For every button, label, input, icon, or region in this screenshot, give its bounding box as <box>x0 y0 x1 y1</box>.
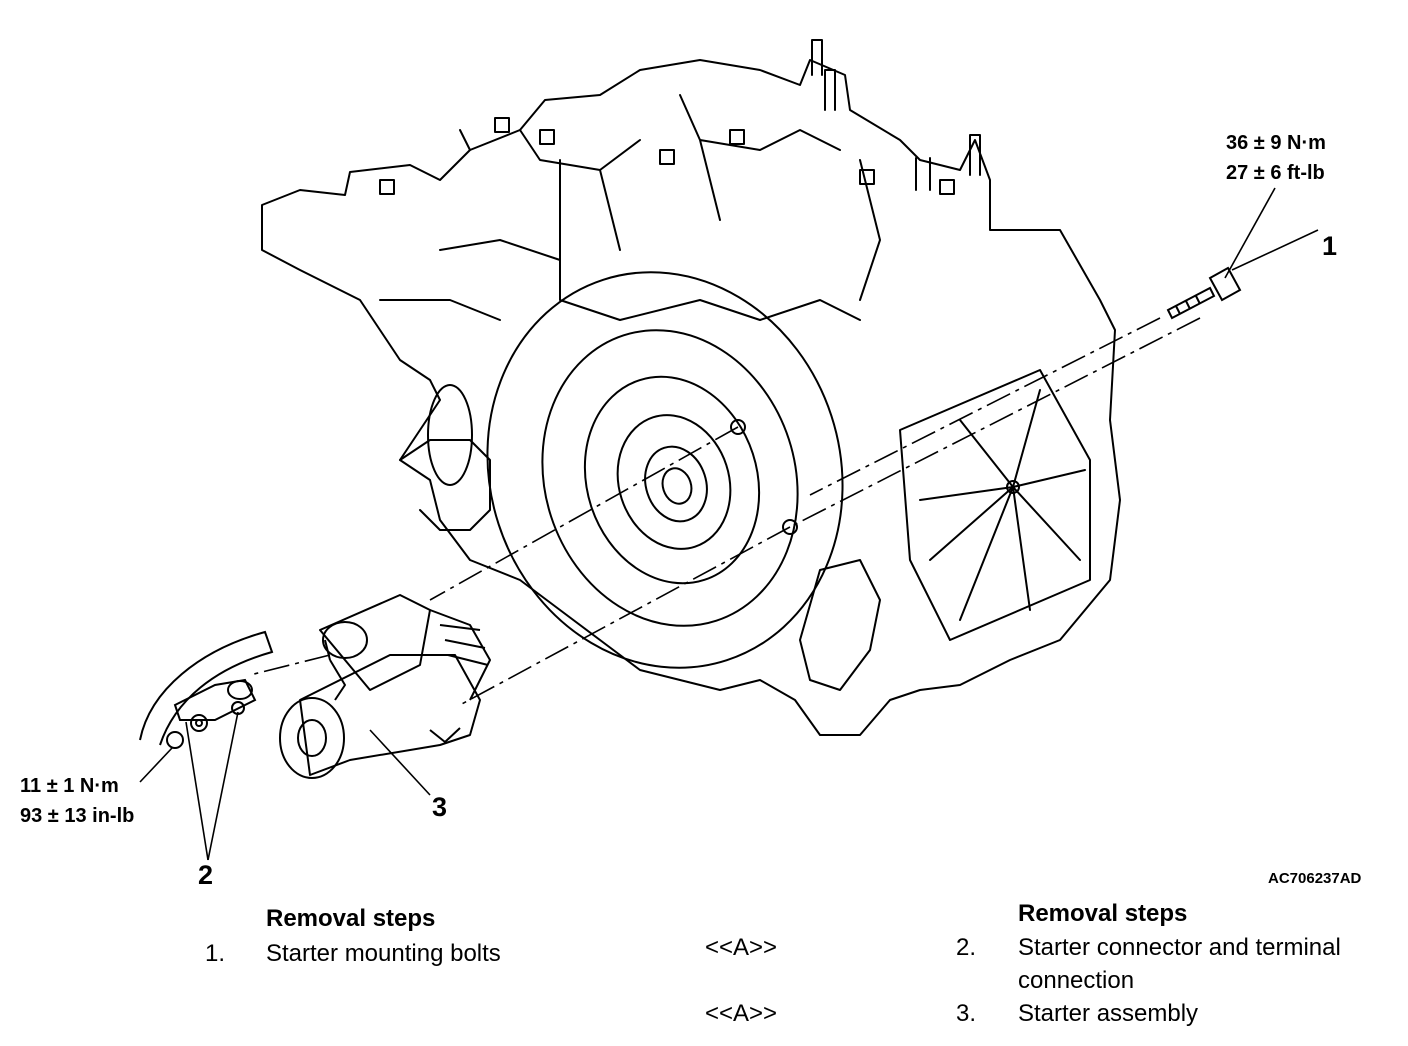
step-1-text: Starter mounting bolts <box>266 940 501 967</box>
mounting-bolt <box>1166 286 1216 320</box>
wire-harness <box>139 630 274 746</box>
removal-steps-header-left: Removal steps <box>266 905 436 932</box>
nut-torque-inlb: 93 ± 13 in-lb <box>20 805 135 827</box>
bolt-torque-ftlb: 27 ± 6 ft-lb <box>1226 162 1325 184</box>
step-1-number: 1. <box>205 940 226 967</box>
step-2-text-line1: Starter connector and terminal <box>1018 934 1341 961</box>
step-3-text: Starter assembly <box>1018 1000 1199 1027</box>
removal-steps-header-right: Removal steps <box>1018 900 1188 927</box>
bolt-torque-nm: 36 ± 9 N·m <box>1226 132 1326 154</box>
step-2-number: 2. <box>956 934 977 961</box>
figure-id: AC706237AD <box>1268 870 1362 887</box>
callout-2: 2 <box>198 860 214 890</box>
callout-3: 3 <box>432 792 448 822</box>
step-3-ref: <<A>> <box>705 1000 778 1027</box>
step-2-ref: <<A>> <box>705 934 778 961</box>
step-3-number: 3. <box>956 1000 977 1027</box>
callout-1: 1 <box>1322 231 1338 261</box>
transaxle-housing <box>261 59 1121 736</box>
nut-torque-nm: 11 ± 1 N·m <box>20 775 119 797</box>
step-2-text-line2: connection <box>1018 967 1135 994</box>
starter-motor <box>299 654 481 776</box>
